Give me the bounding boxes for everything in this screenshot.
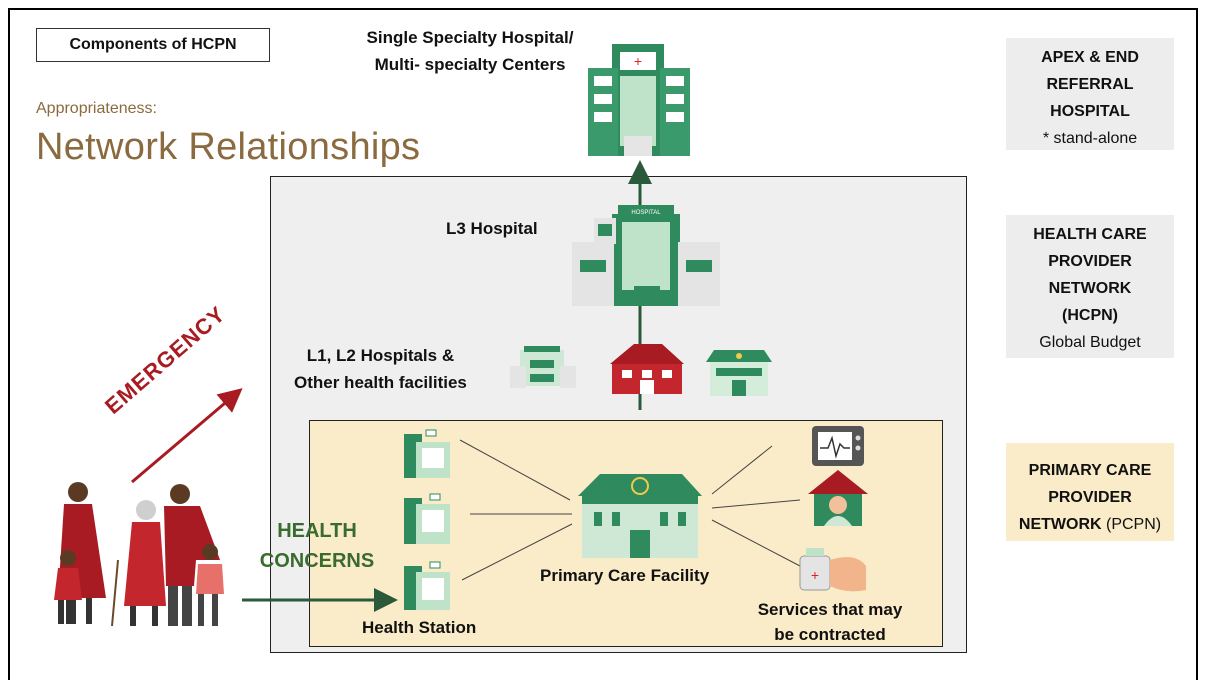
connector-svc1 [711,445,773,495]
connector-svc2 [711,499,801,509]
l1-hospital-icon [510,346,576,388]
page-title: Network Relationships [36,126,421,168]
health-station-icon-1 [404,429,450,478]
single-specialty-label: Single Specialty Hospital/ Multi- specia… [366,28,574,74]
contracted-services-label: Services that may be contracted [757,600,903,644]
svg-text:HOSPITAL: HOSPITAL [631,210,661,216]
apex-hospital-icon: + [588,44,690,156]
emergency-arrow [131,388,243,484]
pcpn-label: PRIMARY CARE PROVIDER NETWORK (PCPN) [1006,443,1174,541]
hcpn-label: HEALTH CARE PROVIDER NETWORK (HCPN) Glob… [1006,215,1174,358]
connector-hs1 [459,439,571,501]
connector-hs3 [461,523,573,581]
svg-text:+: + [634,53,642,69]
red-clinic-icon [610,344,684,394]
apex-referral-label: APEX & END REFERRAL HOSPITAL * stand-alo… [1006,38,1174,150]
primary-care-facility-label: Primary Care Facility [540,566,710,585]
health-station-label: Health Station [362,618,477,637]
birthing-home-icon [808,470,868,526]
medicine-hand-icon: + [799,548,866,592]
slide-frame [8,8,1198,680]
monitor-icon [812,426,864,466]
primary-care-facility-icon [578,474,702,558]
l1-l2-hospitals-label: L1, L2 Hospitals & Other health faciliti… [294,346,467,392]
connector-svc3 [711,519,801,567]
health-concerns-label: HEALTH CONCERNS [259,520,375,572]
l2-facility-icon [706,350,772,396]
l3-hospital-label: L3 Hospital [446,219,538,238]
health-station-icon-2 [404,493,450,544]
l3-hospital-icon: HOSPITAL [572,205,720,306]
appropriateness-label: Appropriateness: [36,100,157,117]
svg-text:+: + [811,567,819,583]
family-illustration [54,482,224,627]
components-label: Components of HCPN [36,28,270,62]
health-station-icon-3 [404,561,450,610]
